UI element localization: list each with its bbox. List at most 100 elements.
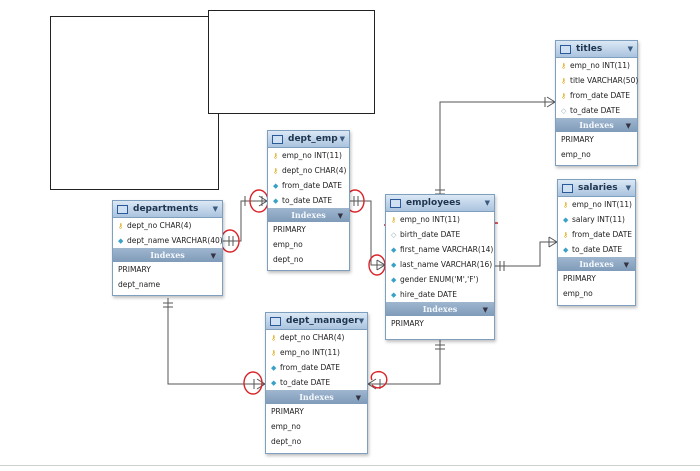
column-text: last_name VARCHAR(16) (400, 260, 493, 269)
indexes-header[interactable]: Indexes ▼ (556, 118, 637, 132)
collapse-arrow-icon[interactable]: ▼ (339, 135, 345, 143)
column-text: emp_no INT(11) (280, 348, 340, 357)
index-text: PRIMARY (561, 135, 594, 144)
column-text: title VARCHAR(50) (570, 76, 639, 85)
column-row[interactable]: ◆first_name VARCHAR(14) (386, 242, 494, 257)
collapse-arrow-icon[interactable]: ▼ (482, 304, 488, 314)
table-icon (562, 183, 573, 193)
table-header[interactable]: dept_emp ▼ (268, 131, 349, 148)
index-row[interactable]: emp_no (268, 237, 349, 252)
column-diamond-icon: ◆ (271, 363, 277, 372)
index-row[interactable]: dept_no (268, 252, 349, 267)
collapse-arrow-icon[interactable]: ▼ (623, 259, 629, 269)
indexes-label: Indexes (579, 259, 614, 269)
column-row[interactable]: ◇birth_date DATE (386, 227, 494, 242)
column-text: to_date DATE (572, 245, 623, 254)
column-row[interactable]: ◆from_date DATE (266, 360, 367, 375)
index-row[interactable]: dept_no (266, 434, 367, 449)
collapse-arrow-icon[interactable]: ▼ (355, 392, 361, 402)
column-row[interactable]: ◆salary INT(11) (558, 212, 635, 227)
column-row[interactable]: ⚷dept_no CHAR(4) (268, 163, 349, 178)
collapse-arrow-icon[interactable]: ▼ (484, 199, 490, 207)
column-row[interactable]: ⚷from_date DATE (556, 88, 637, 103)
column-text: salary INT(11) (572, 215, 625, 224)
indexes-header[interactable]: Indexes▼ (266, 390, 367, 404)
indexes-label: Indexes (422, 304, 458, 314)
column-row[interactable]: ⚷title VARCHAR(50) (556, 73, 639, 88)
column-row[interactable]: ⚷dept_no CHAR(4) (113, 218, 222, 233)
key-icon: ⚷ (271, 333, 277, 342)
index-text: dept_no (273, 255, 304, 264)
indexes-label: Indexes (291, 210, 326, 220)
column-row[interactable]: ⚷emp_no INT(11) (556, 58, 637, 73)
table-employees[interactable]: employees ▼ ⚷emp_no INT(11) ◇birth_date … (385, 194, 495, 340)
index-row[interactable]: PRIMARY (266, 404, 367, 419)
indexes-header[interactable]: Indexes ▼ (386, 302, 494, 316)
collapse-arrow-icon[interactable]: ▼ (627, 45, 633, 53)
table-header[interactable]: salaries ▼ (558, 180, 635, 197)
indexes-header[interactable]: Indexes ▼ (268, 208, 349, 222)
column-diamond-icon: ◆ (391, 260, 397, 269)
key-icon: ⚷ (273, 151, 279, 160)
column-row[interactable]: ◆last_name VARCHAR(16) (386, 257, 494, 272)
collapse-arrow-icon[interactable]: ▼ (337, 210, 343, 220)
collapse-arrow-icon[interactable]: ▼ (625, 184, 631, 192)
table-header[interactable]: dept_manager ▼ (266, 313, 367, 330)
column-text: hire_date DATE (400, 290, 457, 299)
table-dept-emp[interactable]: dept_emp ▼ ⚷emp_no INT(11) ⚷dept_no CHAR… (267, 130, 350, 271)
column-diamond-icon: ◆ (271, 378, 277, 387)
column-row[interactable]: ◇to_date DATE (556, 103, 637, 118)
index-row[interactable]: PRIMARY (113, 262, 222, 277)
column-text: dept_no CHAR(4) (280, 333, 345, 342)
annotation-circle (370, 370, 388, 389)
column-diamond-icon: ◆ (273, 196, 279, 205)
index-row[interactable]: PRIMARY (558, 271, 635, 286)
column-row[interactable]: ◆to_date DATE (266, 375, 367, 390)
column-diamond-icon: ◆ (391, 290, 397, 299)
column-row[interactable]: ⚷emp_no INT(11) (268, 148, 349, 163)
index-row[interactable]: emp_no (556, 147, 637, 162)
column-text: emp_no INT(11) (570, 61, 630, 70)
column-row[interactable]: ◆from_date DATE (268, 178, 349, 193)
column-row[interactable]: ◆to_date DATE (268, 193, 349, 208)
table-name: dept_manager (286, 316, 359, 326)
column-row[interactable]: ⚷emp_no INT(11) (266, 345, 367, 360)
overlay-box-left (50, 16, 219, 190)
table-dept-manager[interactable]: dept_manager ▼ ⚷dept_no CHAR(4) ⚷emp_no … (265, 312, 368, 454)
index-row[interactable]: emp_no (266, 419, 367, 434)
index-row[interactable]: PRIMARY (386, 316, 494, 331)
indexes-label: Indexes (579, 120, 614, 130)
table-header[interactable]: titles ▼ (556, 41, 637, 58)
column-row[interactable]: ⚷emp_no INT(11) (386, 212, 494, 227)
table-titles[interactable]: titles ▼ ⚷emp_no INT(11) ⚷title VARCHAR(… (555, 40, 638, 166)
column-row[interactable]: ◆gender ENUM('M','F') (386, 272, 494, 287)
key-icon: ⚷ (391, 215, 397, 224)
collapse-arrow-icon[interactable]: ▼ (212, 205, 218, 213)
table-departments[interactable]: departments ▼ ⚷dept_no CHAR(4) ◆dept_nam… (112, 200, 223, 296)
column-text: from_date DATE (572, 230, 633, 239)
column-row[interactable]: ⚷from_date DATE (558, 227, 635, 242)
column-row[interactable]: ◆hire_date DATE (386, 287, 494, 302)
column-text: dept_name VARCHAR(40) (127, 236, 223, 245)
index-text: emp_no (273, 240, 303, 249)
column-text: to_date DATE (570, 106, 621, 115)
column-row[interactable]: ⚷dept_no CHAR(4) (266, 330, 367, 345)
table-salaries[interactable]: salaries ▼ ⚷emp_no INT(11) ◆salary INT(1… (557, 179, 636, 306)
collapse-arrow-icon[interactable]: ▼ (210, 250, 216, 260)
column-row[interactable]: ◆to_date DATE (558, 242, 635, 257)
key-icon: ⚷ (273, 166, 279, 175)
indexes-header[interactable]: Indexes▼ (113, 248, 222, 262)
index-row[interactable]: PRIMARY (268, 222, 349, 237)
index-row[interactable]: emp_no (558, 286, 635, 301)
collapse-arrow-icon[interactable]: ▼ (625, 120, 631, 130)
index-row[interactable]: PRIMARY (556, 132, 637, 147)
key-icon: ⚷ (561, 91, 567, 100)
index-text: dept_name (118, 280, 161, 289)
table-header[interactable]: employees ▼ (386, 195, 494, 212)
table-header[interactable]: departments ▼ (113, 201, 222, 218)
collapse-arrow-icon[interactable]: ▼ (358, 317, 365, 325)
column-row[interactable]: ◆dept_name VARCHAR(40) (113, 233, 223, 248)
indexes-header[interactable]: Indexes ▼ (558, 257, 635, 271)
index-row[interactable]: dept_name (113, 277, 222, 292)
column-row[interactable]: ⚷emp_no INT(11) (558, 197, 635, 212)
